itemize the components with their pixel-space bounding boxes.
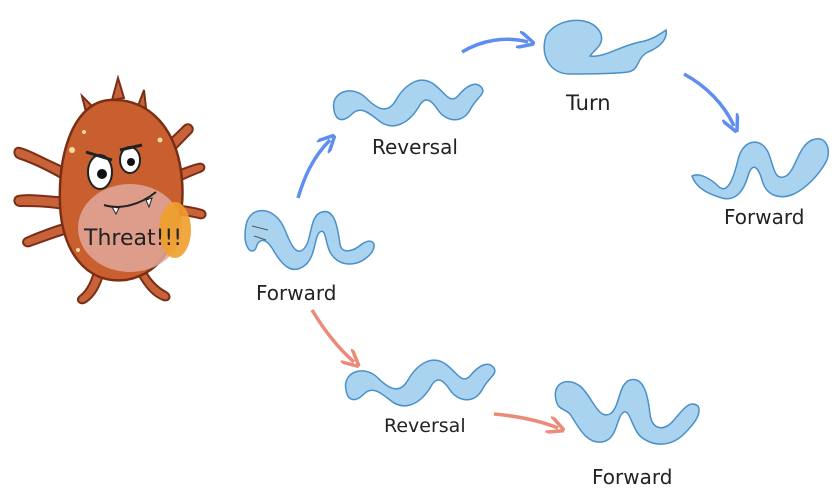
label-turn: Turn: [565, 91, 611, 115]
label-forward-bottom: Forward: [592, 465, 672, 489]
label-reversal-top: Reversal: [372, 135, 458, 159]
arrow-forward-to-reversal-top: [296, 140, 330, 199]
worm-forward-start: [244, 209, 375, 271]
worm-reversal-top: [332, 79, 484, 127]
arrow-turn-to-forward: [683, 72, 734, 126]
worm-reversal-bottom: [344, 359, 496, 407]
worm-turn: [543, 19, 667, 75]
threat-label: Threat!!!: [83, 226, 182, 251]
worm-forward-bottom: [554, 378, 700, 445]
arrow-reversal-to-turn: [461, 39, 528, 54]
label-forward-top: Forward: [724, 205, 804, 229]
label-forward-start: Forward: [256, 281, 336, 305]
worm-forward-top: [691, 137, 830, 200]
label-reversal-bottom: Reversal: [384, 415, 466, 437]
arrow-reversal-to-forward-bottom: [493, 412, 558, 428]
bacterium-threat-icon: [13, 74, 207, 305]
arrow-forward-to-reversal-bottom: [310, 309, 354, 362]
